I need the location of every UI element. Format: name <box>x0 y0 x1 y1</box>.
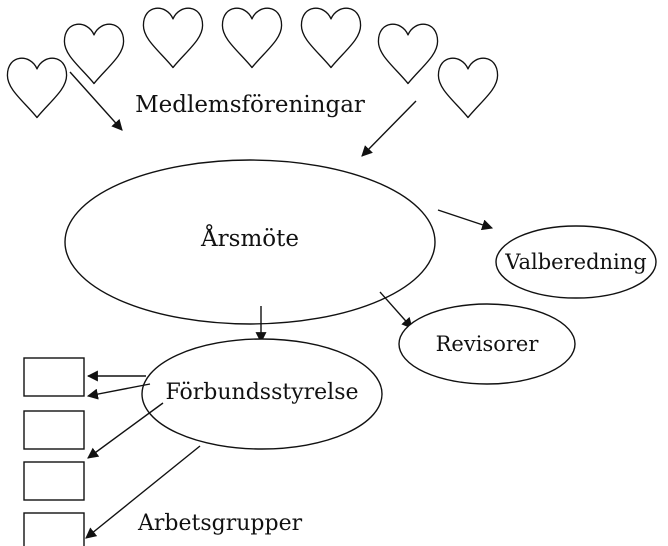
annual-meeting-label: Årsmöte <box>200 224 299 252</box>
heart-icon <box>437 57 499 119</box>
board-to-group-arrow <box>87 402 164 459</box>
nomination-committee-label: Valberedning <box>504 250 646 274</box>
heart-icon <box>63 23 125 85</box>
members-label: Medlemsföreningar <box>135 92 365 118</box>
meeting-to-auditors-arrow <box>379 291 413 329</box>
heart-icon <box>377 23 439 85</box>
working-group-boxes <box>23 357 85 546</box>
board-to-group-arrow <box>85 445 201 539</box>
members-to-meeting-arrow-right <box>361 100 417 157</box>
auditors-label: Revisorer <box>436 332 540 356</box>
heart-icon <box>142 7 204 69</box>
members-to-meeting-arrow-left <box>69 71 123 131</box>
heart-icon <box>300 7 362 69</box>
heart-icon <box>221 7 283 69</box>
working-groups-label: Arbetsgrupper <box>137 511 303 536</box>
board-to-group-arrow <box>86 383 151 400</box>
working-group-box <box>23 357 85 397</box>
heart-icon <box>6 57 68 119</box>
annual-meeting-ellipse <box>64 159 436 325</box>
working-group-box <box>23 410 85 450</box>
board-ellipse <box>141 338 383 450</box>
nomination-committee-ellipse <box>495 225 657 299</box>
board-label: Förbundsstyrelse <box>165 380 358 405</box>
working-group-box <box>23 512 85 546</box>
working-group-box <box>23 461 85 501</box>
meeting-to-nomination-arrow <box>437 209 494 231</box>
auditors-ellipse <box>398 303 576 385</box>
